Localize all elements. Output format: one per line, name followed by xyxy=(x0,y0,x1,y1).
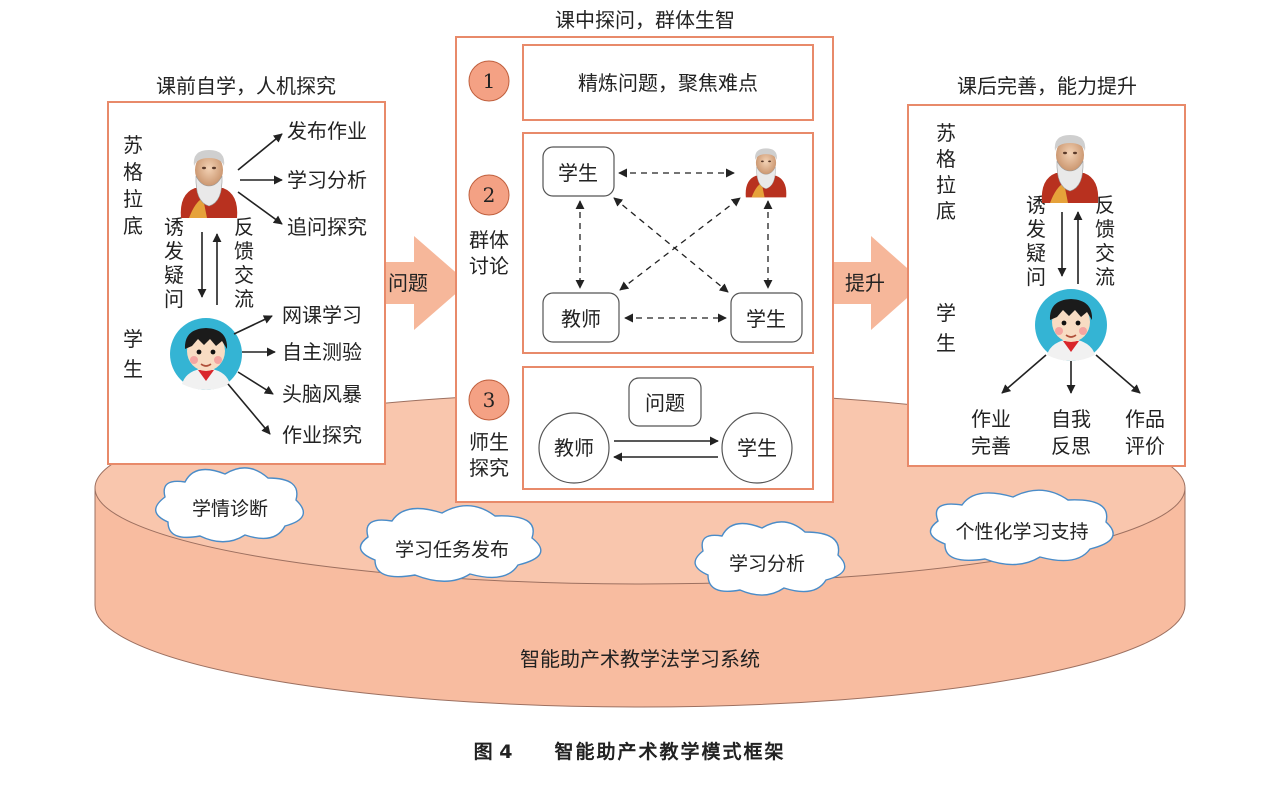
outcome-label: 作品评价 xyxy=(1125,407,1165,458)
pre-class-title: 课前自学，人机探究 xyxy=(156,74,336,98)
cloud-analysis: 学习分析 xyxy=(694,521,846,596)
svg-text:提升: 提升 xyxy=(845,271,885,295)
student-avatar-icon xyxy=(1034,288,1108,362)
platform-label: 智能助产术教学法学习系统 xyxy=(520,647,760,671)
svg-text:学情诊断: 学情诊断 xyxy=(192,498,268,520)
step-label-text: 师生探究 xyxy=(469,430,509,480)
student-avatar-icon xyxy=(169,317,243,391)
svg-text:2: 2 xyxy=(483,183,496,207)
svg-text:问题: 问题 xyxy=(388,271,428,295)
vertical-text: 苏格拉底 xyxy=(123,133,143,238)
svg-text:自主测验: 自主测验 xyxy=(282,340,362,364)
svg-text:网课学习: 网课学习 xyxy=(282,303,362,327)
svg-text:学生: 学生 xyxy=(746,307,786,331)
svg-text:追问探究: 追问探究 xyxy=(287,215,367,239)
node-student-circle xyxy=(721,412,793,484)
svg-text:教师: 教师 xyxy=(561,307,601,331)
node-teacher xyxy=(542,292,620,343)
vertical-text: 反馈交流 xyxy=(234,215,254,311)
post-student-vertical: 学生 xyxy=(936,301,956,355)
arrow-improve: 提升 xyxy=(824,236,924,330)
svg-text:头脑风暴: 头脑风暴 xyxy=(282,382,362,406)
figure-title: 智能助产术教学模式框架 xyxy=(554,740,785,763)
step-3-badge xyxy=(468,379,510,421)
node-student-b xyxy=(730,292,803,343)
svg-text:学习分析: 学习分析 xyxy=(287,168,367,192)
post-socrates-vertical: 苏格拉底 xyxy=(936,121,956,223)
in-class-panel: 课中探问，群体生智 1 精炼问题，聚焦难点 2 群体讨论 学生 教师 学生 3 … xyxy=(455,8,834,503)
svg-text:教师: 教师 xyxy=(554,436,594,460)
step-3-label: 师生探究 xyxy=(469,430,509,480)
outcome-label: 作业完善 xyxy=(971,407,1011,458)
node-student-a xyxy=(542,146,615,197)
pre-class-panel: 课前自学，人机探究 苏格拉底 学生 诱发疑问 反馈交流 发布作业 学习分析 追问… xyxy=(107,74,386,465)
svg-text:学习分析: 学习分析 xyxy=(729,553,805,575)
svg-text:学习任务发布: 学习任务发布 xyxy=(395,539,509,561)
step-label-text: 群体讨论 xyxy=(469,228,509,278)
step-2-label: 群体讨论 xyxy=(469,228,509,278)
cloud-diagnosis: 学情诊断 xyxy=(155,467,305,543)
outcome-label: 自我反思 xyxy=(1051,407,1091,458)
pre-student-vertical: 学生 xyxy=(123,327,143,381)
pre-socrates-vertical: 苏格拉底 xyxy=(123,133,143,238)
figure-number: 图 4 xyxy=(474,741,513,763)
cloud-task-release: 学习任务发布 xyxy=(359,505,542,582)
vertical-text: 学生 xyxy=(936,301,956,355)
svg-text:问题: 问题 xyxy=(645,391,685,415)
node-teacher-circle xyxy=(538,412,610,484)
pre-feedback-vertical: 反馈交流 xyxy=(234,215,254,311)
svg-text:学生: 学生 xyxy=(558,161,598,185)
vertical-text: 反馈交流 xyxy=(1095,193,1115,289)
svg-text:1: 1 xyxy=(483,69,496,93)
vertical-text: 学生 xyxy=(123,327,143,381)
vertical-text: 诱发疑问 xyxy=(1026,193,1046,289)
in-class-title: 课中探问，群体生智 xyxy=(555,8,735,32)
post-guide-vertical: 诱发疑问 xyxy=(1026,193,1046,289)
post-class-title: 课后完善，能力提升 xyxy=(957,74,1137,98)
vertical-text: 诱发疑问 xyxy=(164,215,184,311)
svg-text:个性化学习支持: 个性化学习支持 xyxy=(955,521,1088,543)
svg-text:发布作业: 发布作业 xyxy=(287,119,367,143)
step-1-badge xyxy=(468,60,510,102)
pre-guide-vertical: 诱发疑问 xyxy=(164,215,184,311)
figure-caption: 图 4 智能助产术教学模式框架 xyxy=(474,740,785,763)
svg-text:学生: 学生 xyxy=(737,436,777,460)
post-feedback-vertical: 反馈交流 xyxy=(1095,193,1115,289)
svg-text:作业探究: 作业探究 xyxy=(282,423,362,447)
step-1-text: 精炼问题，聚焦难点 xyxy=(578,71,758,95)
step-2-badge xyxy=(468,174,510,216)
arrow-problem: 问题 xyxy=(367,236,468,330)
node-question xyxy=(628,377,702,427)
cloud-personalized-support: 个性化学习支持 xyxy=(929,489,1114,566)
vertical-text: 苏格拉底 xyxy=(936,121,956,223)
svg-text:3: 3 xyxy=(483,388,496,412)
